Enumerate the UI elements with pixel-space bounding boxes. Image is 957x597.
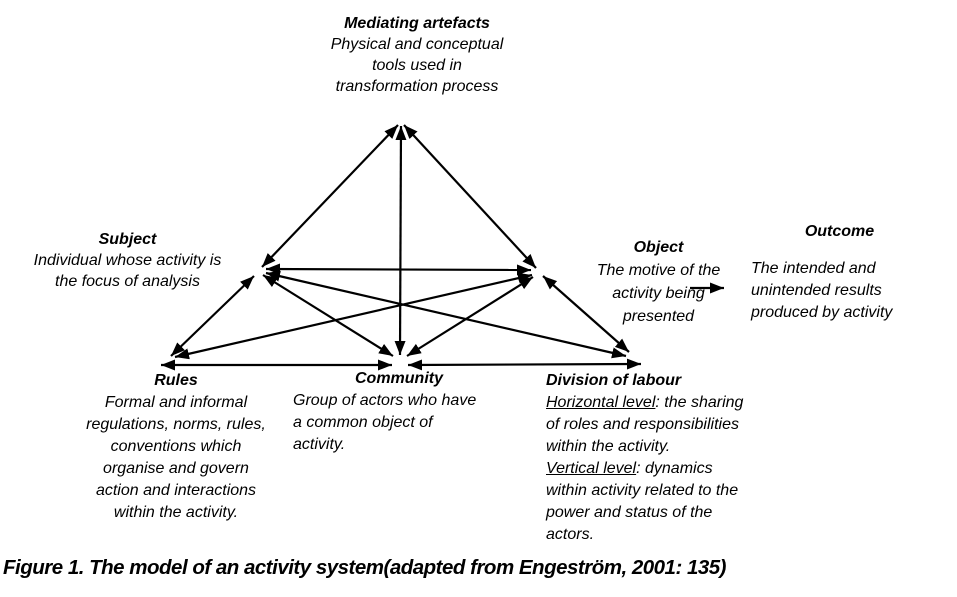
edge-object-division-of-labour [542,275,630,353]
division-horizontal-level-description: Horizontal level: the sharing of roles a… [546,392,788,458]
outcome-title: Outcome [804,223,875,240]
figure-caption: Figure 1. The model of an activity syste… [3,556,727,579]
vertical-level-text: : dynamics within activity related to th… [546,460,739,543]
community-title: Community [355,370,443,387]
node-outcome: Outcome [752,221,927,242]
vertical-level-label: Vertical level [546,460,637,477]
edge-subject-mediating-artefacts [261,124,399,268]
edge-subject-division-of-labour [265,270,627,359]
mediating-artefacts-title: Mediating artefacts [344,15,490,32]
division-of-labour-title: Division of labour [546,372,682,389]
edge-community-division-of-labour [407,358,642,371]
outcome-description: The intended and unintended results prod… [751,260,893,321]
horizontal-level-text: : the sharing of roles and responsibilit… [546,394,744,455]
node-object: Object The motive of the activity being … [581,237,736,328]
mediating-artefacts-description: Physical and conceptual tools used in tr… [330,36,504,95]
division-vertical-level-description: Vertical level: dynamics within activity… [546,458,788,546]
rules-description: Formal and informal regulations, norms, … [86,394,266,521]
object-description: The motive of the activity being present… [596,262,721,325]
edge-subject-object [265,263,532,276]
edge-community-mediating-artefacts [394,125,407,356]
rules-title: Rules [154,372,198,389]
community-description: Group of actors who have a common object… [293,392,477,453]
edge-object-community [406,276,534,357]
node-rules: Rules Formal and informal regulations, n… [60,370,292,524]
subject-title: Subject [98,231,157,248]
node-community: Community Group of actors who have a com… [290,368,508,456]
object-title: Object [633,239,684,256]
node-mediating-artefacts: Mediating artefacts Physical and concept… [297,13,537,97]
edge-object-mediating-artefacts [403,124,537,269]
horizontal-level-label: Horizontal level [546,394,656,411]
node-subject: Subject Individual whose activity is the… [10,229,245,292]
node-division-of-labour: Division of labour Horizontal level: the… [546,370,788,546]
subject-description: Individual whose activity is the focus o… [33,252,222,290]
